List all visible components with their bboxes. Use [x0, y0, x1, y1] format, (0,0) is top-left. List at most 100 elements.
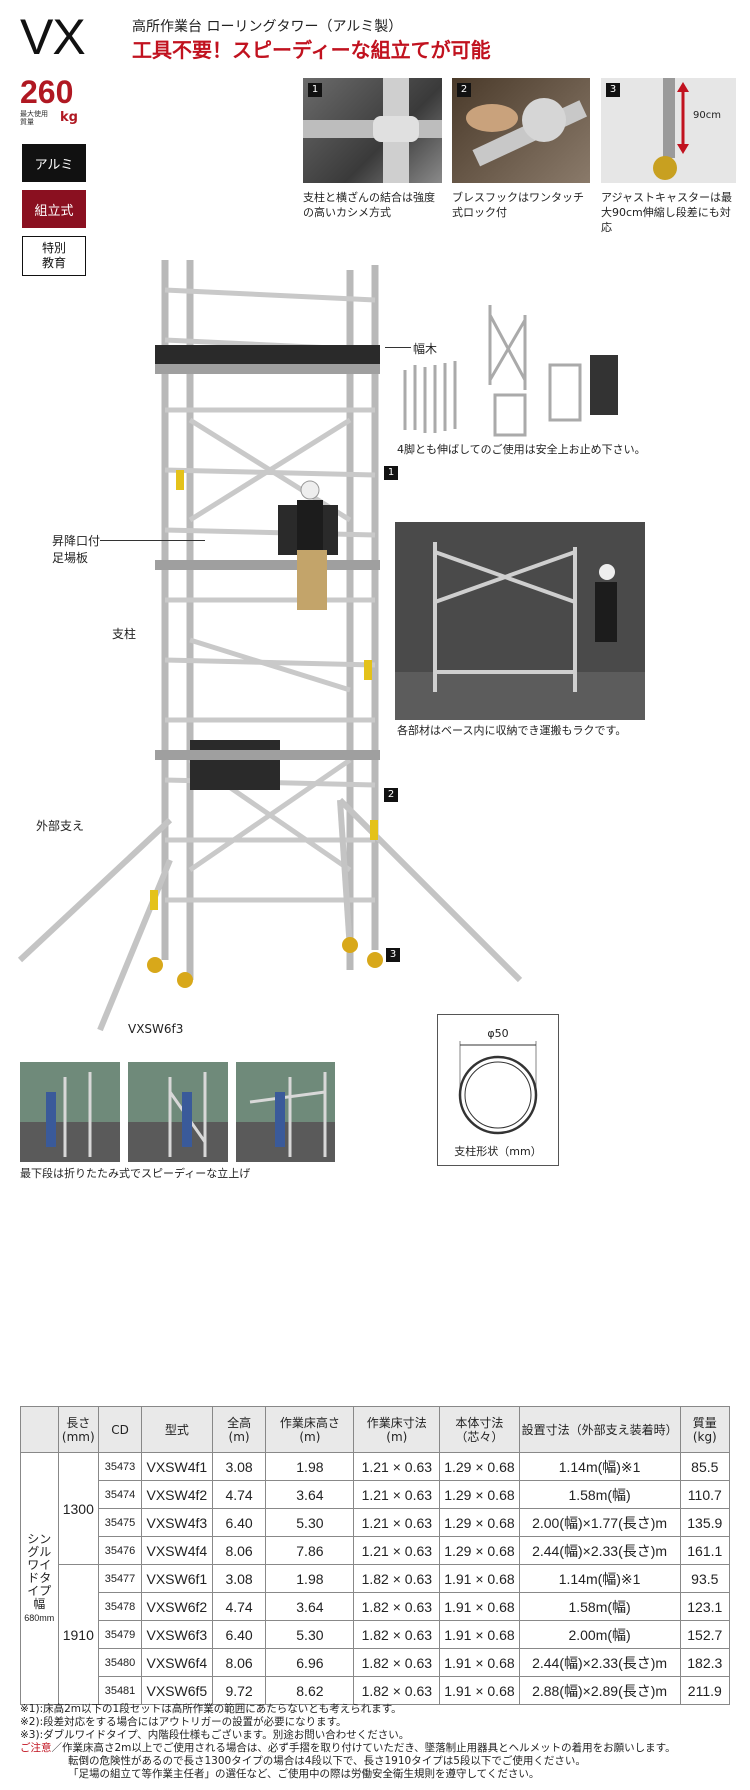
cell-floor-height: 3.64: [265, 1480, 355, 1509]
type-label: シングルワイドタイプ幅: [27, 1531, 52, 1611]
cell-floor-size: 1.21 × 0.63: [353, 1536, 441, 1565]
cell-floor-size: 1.21 × 0.63: [353, 1452, 441, 1481]
cell-total-height: 6.40: [211, 1508, 267, 1537]
pipe-diameter: φ50: [487, 1027, 509, 1040]
pipe-caption: 支柱形状（mm）: [454, 1145, 542, 1158]
feature-caption-3: アジャストキャスターは最大90cm伸縮し段差にも対応: [601, 191, 733, 234]
cell-model: VXSW4f2: [140, 1480, 213, 1509]
cell-cd: 35480: [98, 1648, 142, 1677]
badge-aluminum: アルミ: [22, 144, 86, 182]
cell-model: VXSW6f4: [140, 1648, 213, 1677]
col-floor-height: 作業床高さ (m): [265, 1406, 355, 1453]
cell-body-size: 1.29 × 0.68: [439, 1508, 520, 1537]
col-length: 長さ(mm): [57, 1406, 100, 1453]
cell-install-size: 2.00(幅)×1.77(長さ)m: [518, 1508, 681, 1537]
fold-up-photos: [20, 1062, 335, 1162]
cell-weight: 152.7: [679, 1620, 731, 1649]
cell-total-height: 3.08: [211, 1564, 267, 1593]
cell-floor-size: 1.82 × 0.63: [353, 1620, 441, 1649]
cell-weight: 93.5: [679, 1564, 731, 1593]
cell-floor-height: 1.98: [265, 1452, 355, 1481]
feature-number-3: 3: [606, 83, 620, 97]
table-row: 1910 35477 VXSW6f1 3.08 1.98 1.82 × 0.63…: [21, 1564, 731, 1705]
feature-photo-2: 2: [452, 78, 590, 183]
cell-weight: 123.1: [679, 1592, 731, 1621]
cell-body-size: 1.29 × 0.68: [439, 1480, 520, 1509]
table-row: 35480 VXSW6f4 8.06 6.96 1.82 × 0.63 1.91…: [21, 1648, 731, 1677]
cell-floor-size: 1.82 × 0.63: [353, 1648, 441, 1677]
caution-line: ご注意／作業床高さ2m以上でご使用される場合は、必ず手摺を取り付けていただき、墜…: [20, 1742, 740, 1755]
length-1910: 1910: [57, 1564, 100, 1705]
cell-model: VXSW6f5: [140, 1676, 213, 1705]
spec-table: 長さ(mm) CD 型式 全高 (m) 作業床高さ (m) 作業床寸法 (m) …: [20, 1406, 731, 1705]
caster-illustration: [653, 78, 689, 180]
cell-body-size: 1.91 × 0.68: [439, 1648, 520, 1677]
cell-cd: 35476: [98, 1536, 142, 1565]
cell-floor-height: 1.98: [265, 1564, 355, 1593]
feature-caption-2: ブレスフックはワンタッチ式ロック付: [452, 191, 584, 219]
leader-line: [385, 347, 411, 348]
label-outrigger: 外部支え: [36, 819, 85, 833]
cell-weight: 211.9: [679, 1676, 731, 1705]
fold-up-caption: 最下段は折りたたみ式でスピーディーな立上げ: [20, 1167, 251, 1180]
col-cd: CD: [98, 1406, 142, 1453]
caution-1: ／作業床高さ2m以上でご使用される場合は、必ず手摺を取り付けていただき、墜落制止…: [51, 1742, 676, 1754]
cell-weight: 182.3: [679, 1648, 731, 1677]
catch-copy: 工具不要！スピーディーな組立てが可能: [132, 38, 491, 62]
tower-illustration: [17, 260, 523, 1032]
max-load-value: 260: [20, 74, 74, 110]
cell-cd: 35474: [98, 1480, 142, 1509]
leader-line: [100, 540, 205, 541]
cell-total-height: 4.74: [211, 1480, 267, 1509]
col-weight: 質量(kg): [679, 1406, 731, 1453]
caster-dimension: 90cm: [693, 110, 721, 121]
cell-floor-size: 1.82 × 0.63: [353, 1676, 441, 1705]
cell-floor-size: 1.82 × 0.63: [353, 1592, 441, 1621]
label-hatch-line-1: 昇降口付: [52, 534, 101, 548]
callout-3: 3: [386, 948, 400, 962]
cell-install-size: 2.88(幅)×2.89(長さ)m: [518, 1676, 681, 1705]
type-width: 680mm: [24, 1612, 55, 1623]
table-row: 35474 VXSW4f2 4.74 3.64 1.21 × 0.63 1.29…: [21, 1480, 731, 1509]
footnotes: ※1):床高2m以下の1段セットは高所作業の範囲にあたらないとも考えられます。 …: [20, 1703, 740, 1781]
col-model: 型式: [140, 1406, 213, 1453]
cell-weight: 110.7: [679, 1480, 731, 1509]
label-toeboard: 幅木: [413, 342, 438, 356]
feature-number-2: 2: [457, 83, 471, 97]
badge-special-training: 特別 教育: [22, 236, 86, 276]
cell-total-height: 8.06: [211, 1648, 267, 1677]
cell-cd: 35481: [98, 1676, 142, 1705]
cell-cd: 35475: [98, 1508, 142, 1537]
col-install-size: 設置寸法（外部支え装着時）: [518, 1406, 681, 1453]
cell-floor-size: 1.21 × 0.63: [353, 1508, 441, 1537]
model-name: VX: [20, 9, 86, 65]
cell-body-size: 1.29 × 0.68: [439, 1536, 520, 1565]
label-post: 支柱: [112, 627, 137, 641]
cell-body-size: 1.91 × 0.68: [439, 1676, 520, 1705]
feature-caption-1: 支柱と横ざんの結合は強度の高いカシメ方式: [303, 191, 435, 219]
cell-floor-height: 8.62: [265, 1676, 355, 1705]
cell-total-height: 8.06: [211, 1536, 267, 1565]
cell-body-size: 1.91 × 0.68: [439, 1620, 520, 1649]
badge-assembly: 組立式: [22, 190, 86, 228]
cell-model: VXSW6f3: [140, 1620, 213, 1649]
cell-total-height: 3.08: [211, 1452, 267, 1481]
max-load-unit: kg: [60, 110, 78, 125]
cell-install-size: 1.58m(幅): [518, 1480, 681, 1509]
cell-total-height: 4.74: [211, 1592, 267, 1621]
caution-label: ご注意: [20, 1742, 52, 1754]
cell-cd: 35473: [98, 1452, 142, 1481]
parts-illustration: [403, 305, 618, 437]
label-hatch-line-2: 足場板: [52, 551, 89, 565]
brace-hook-illustration: [466, 98, 588, 167]
model-code-label: VXSW6f3: [128, 1022, 184, 1036]
cell-floor-height: 5.30: [265, 1508, 355, 1537]
cell-install-size: 2.44(幅)×2.33(長さ)m: [518, 1536, 681, 1565]
cell-install-size: 1.58m(幅): [518, 1592, 681, 1621]
base-storage-photo: [395, 522, 645, 720]
cell-cd: 35479: [98, 1620, 142, 1649]
cell-floor-size: 1.21 × 0.63: [353, 1480, 441, 1509]
cell-floor-size: 1.82 × 0.63: [353, 1564, 441, 1593]
caution-3: 「足場の組立て等作業主任者」の選任など、ご使用中の際は労働安全衛生規則を遵守して…: [68, 1768, 540, 1780]
